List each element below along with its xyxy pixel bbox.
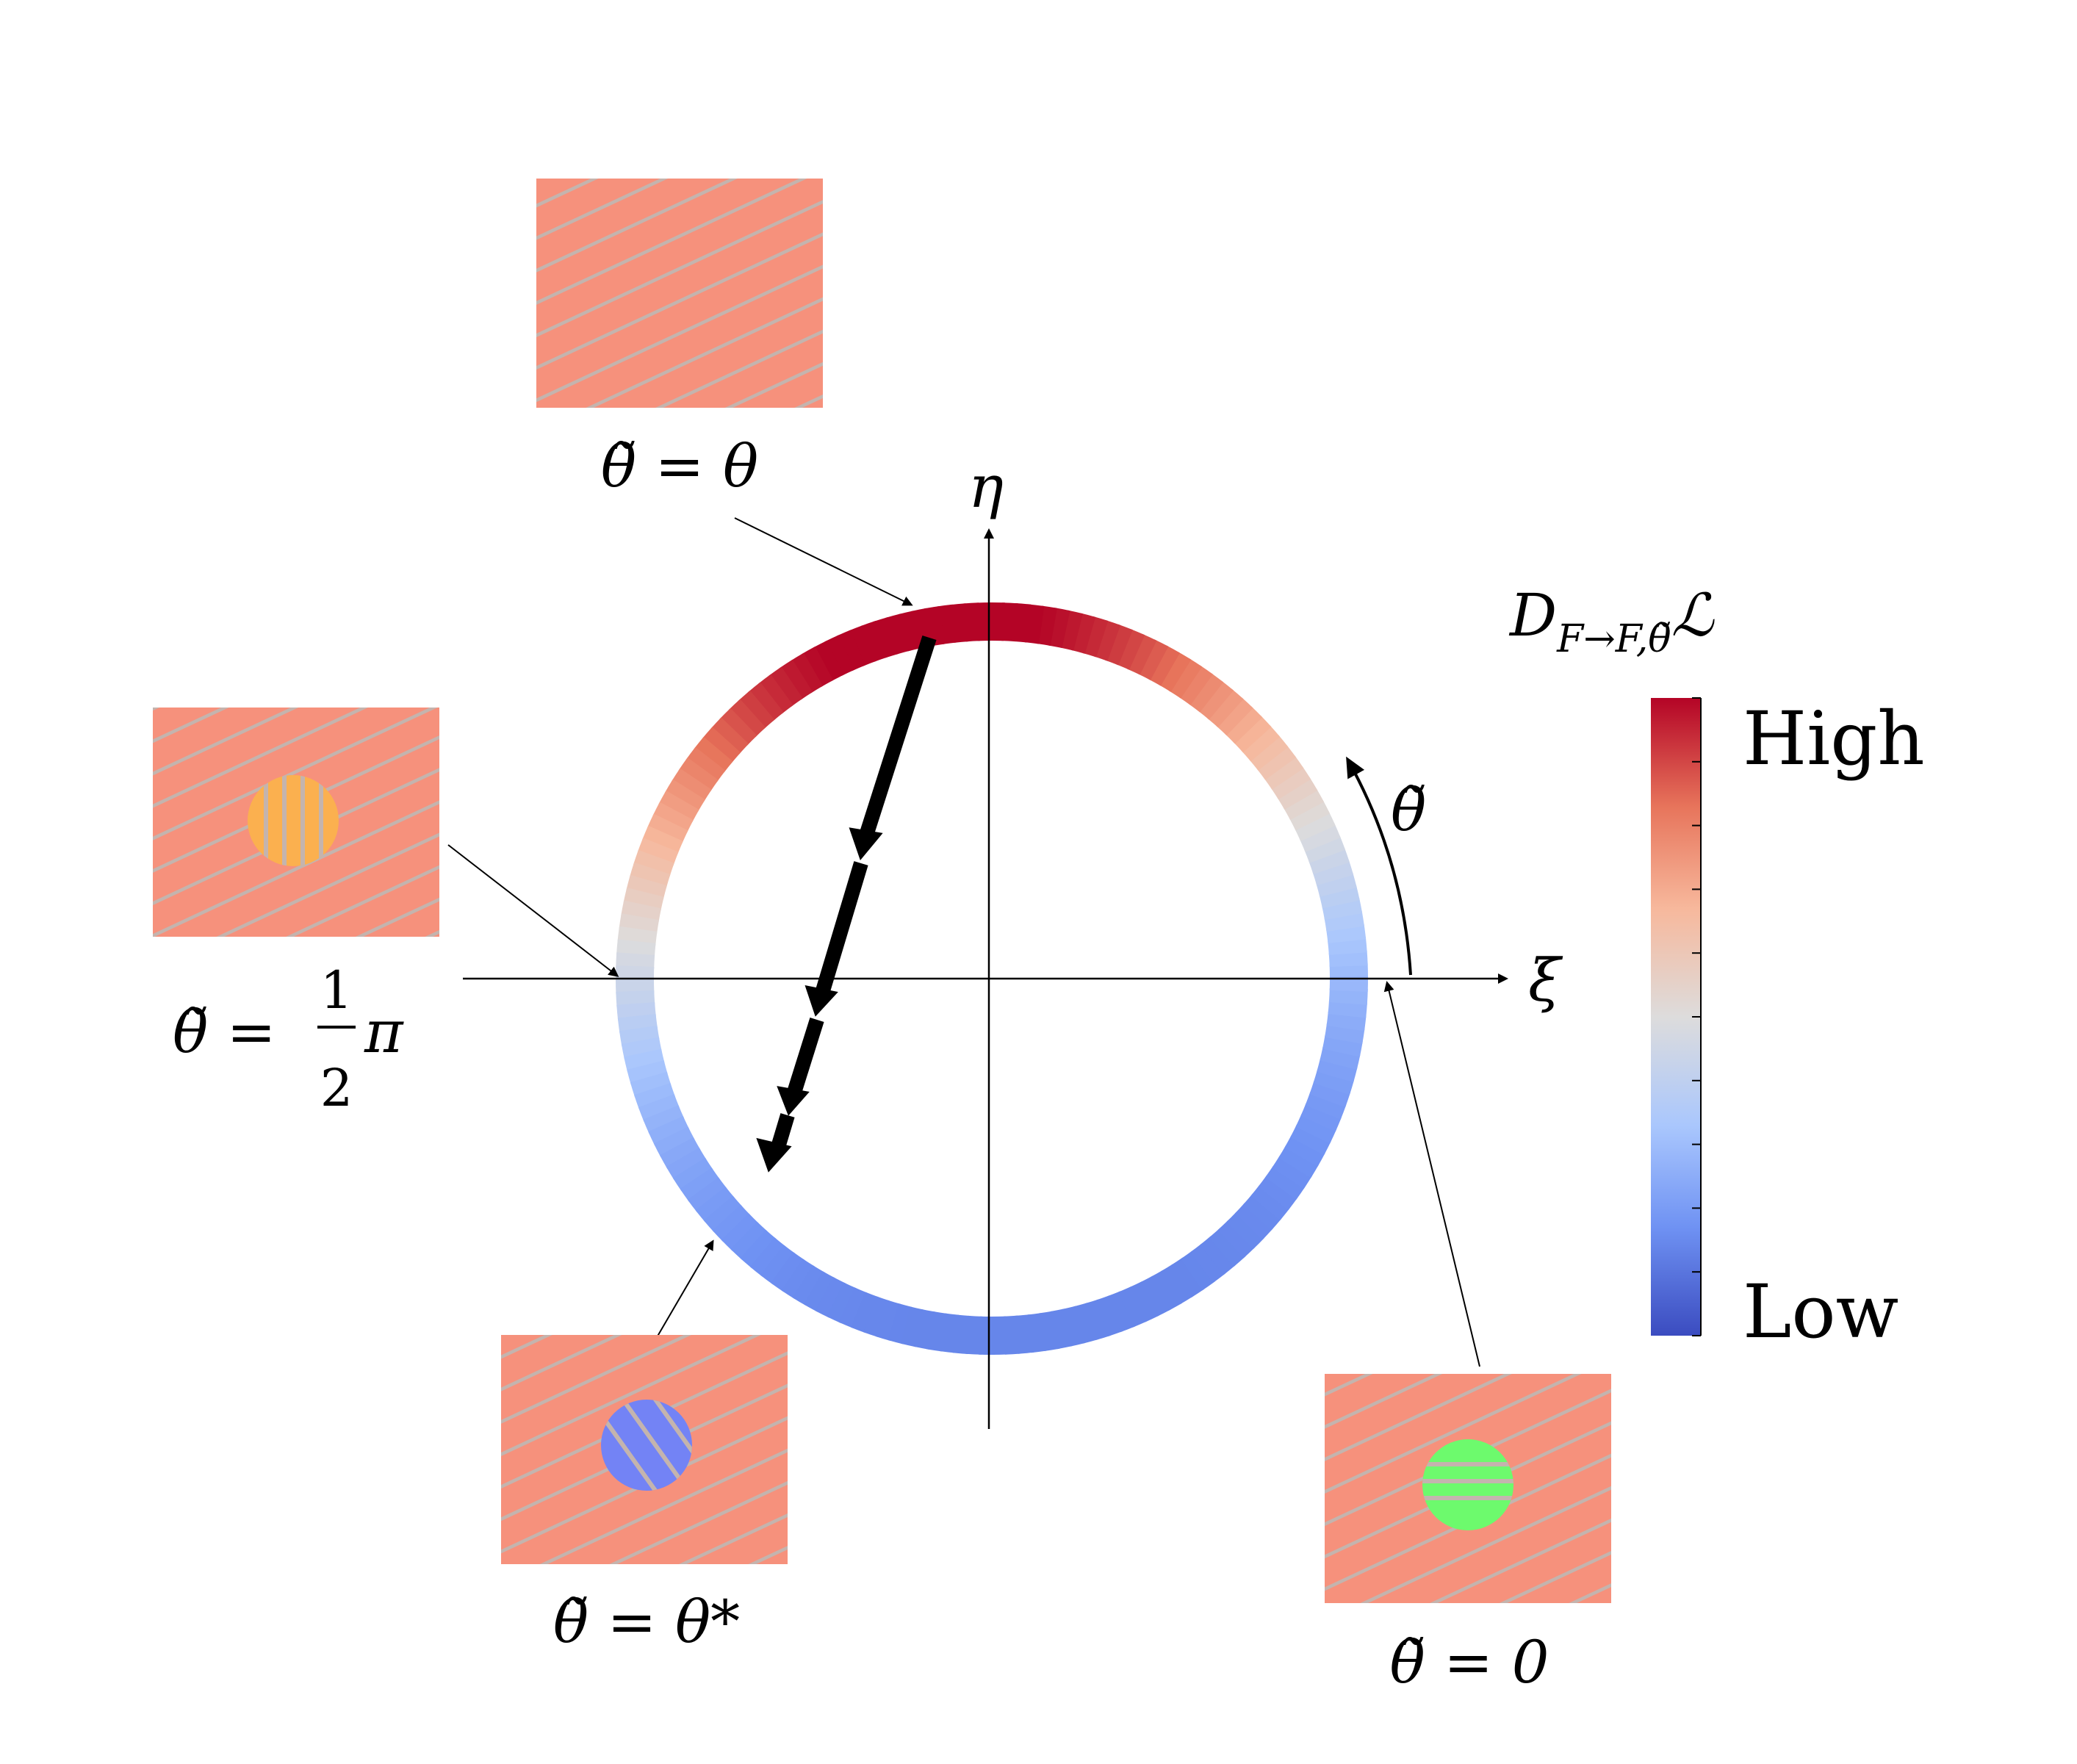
panel-theta-star-label: θ̃ = θ* [553, 1588, 740, 1656]
svg-text:π: π [364, 998, 404, 1066]
descent-step-2 [814, 861, 868, 998]
colorbar-low-label: Low [1743, 1269, 1898, 1355]
colorbar: DF→F,θ̃ℒ High Low [1508, 581, 1925, 1355]
panel-zero [1325, 1374, 1611, 1603]
svg-text:θ̃ =: θ̃ = [173, 998, 276, 1066]
pointer-theta-star [655, 1239, 714, 1339]
svg-text:1: 1 [320, 960, 353, 1020]
descent-step-3-head [777, 1086, 810, 1116]
angle-label: θ̃ [1391, 776, 1426, 844]
loss-ring [616, 602, 1368, 1355]
descent-step-4 [771, 1113, 795, 1147]
svg-text:θ̃ = θ: θ̃ = θ [601, 432, 758, 500]
svg-text:2: 2 [320, 1058, 353, 1118]
disc-half-pi [248, 775, 339, 866]
descent-step-1-head [849, 827, 883, 861]
descent-step-1 [858, 635, 937, 840]
colorbar-title: DF→F,θ̃ℒ [1508, 581, 1715, 661]
eta-axis-label: η [968, 453, 1004, 521]
disc-zero [1422, 1439, 1513, 1530]
descent-step-3 [786, 1018, 824, 1097]
svg-text:θ̃ = θ*: θ̃ = θ* [553, 1588, 740, 1656]
descent-step-4-head [756, 1137, 792, 1173]
pointer-half-pi [447, 844, 619, 977]
panel-theta-star [501, 1335, 788, 1564]
panel-half-pi [153, 708, 439, 937]
colorbar-ticks [1692, 697, 1701, 1336]
angle-arc [1346, 756, 1412, 976]
panel-zero-label: θ̃ = 0 [1390, 1628, 1549, 1696]
xi-axis-label: ξ [1528, 946, 1563, 1015]
svg-text:θ̃ = 0: θ̃ = 0 [1390, 1628, 1549, 1696]
pointer-zero [1383, 981, 1480, 1367]
panel-half-pi-label: θ̃ = 1 2 π [173, 960, 404, 1118]
colorbar-high-label: High [1743, 696, 1925, 782]
panel-theta-label: θ̃ = θ [601, 432, 758, 500]
descent-path [756, 635, 937, 1173]
panel-theta [536, 179, 823, 408]
pointer-theta [734, 517, 913, 606]
descent-step-2-head [804, 985, 838, 1017]
